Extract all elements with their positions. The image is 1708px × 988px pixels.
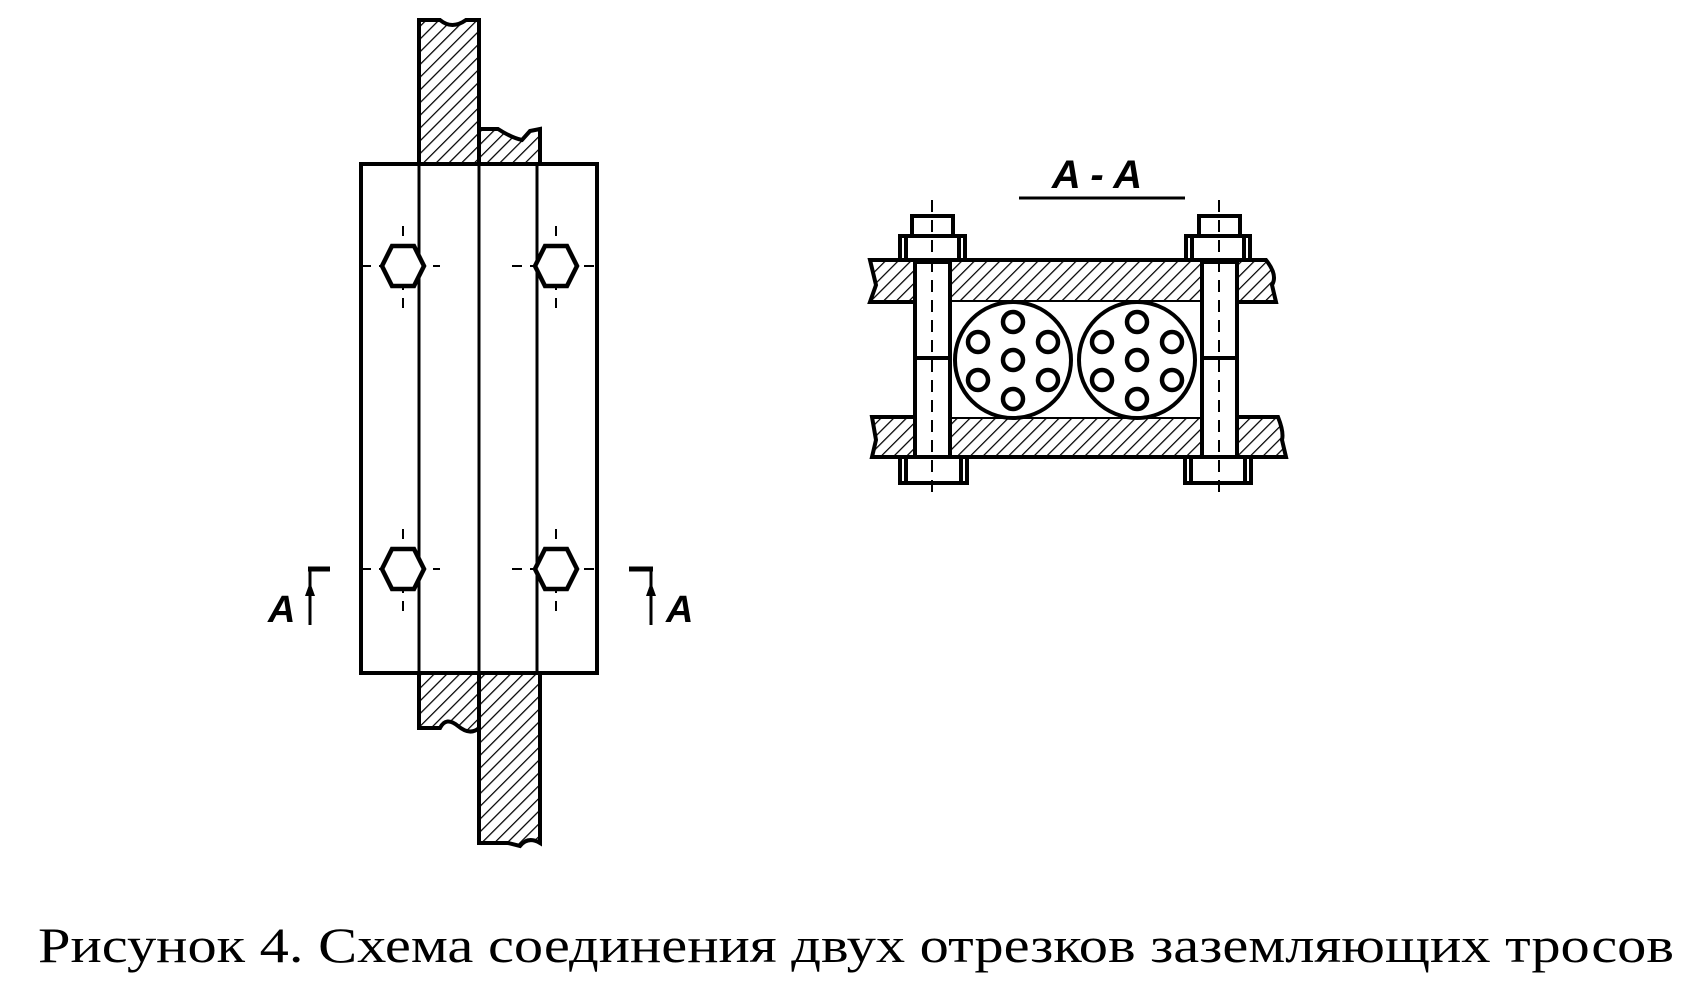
cable-cross-section-left bbox=[953, 300, 1073, 420]
section-label-left: A bbox=[267, 589, 295, 631]
section-view: A - A bbox=[867, 153, 1289, 496]
bolt-left bbox=[898, 200, 969, 496]
bolt-right bbox=[1183, 200, 1253, 496]
section-marker-left: A bbox=[267, 566, 330, 631]
front-view: A A bbox=[267, 18, 693, 849]
section-marker-right: A bbox=[629, 566, 693, 631]
section-title: A - A bbox=[1051, 153, 1142, 197]
bottom-plate bbox=[869, 415, 1289, 459]
figure-caption: Рисунок 4. Схема соединения двух отрезко… bbox=[38, 917, 1674, 973]
arrow-up-icon bbox=[305, 582, 315, 596]
hex-nut-icon bbox=[379, 243, 580, 592]
arrow-up-icon bbox=[646, 582, 656, 596]
section-label-right: A bbox=[665, 589, 693, 631]
cable-cross-section-right bbox=[1077, 300, 1197, 420]
